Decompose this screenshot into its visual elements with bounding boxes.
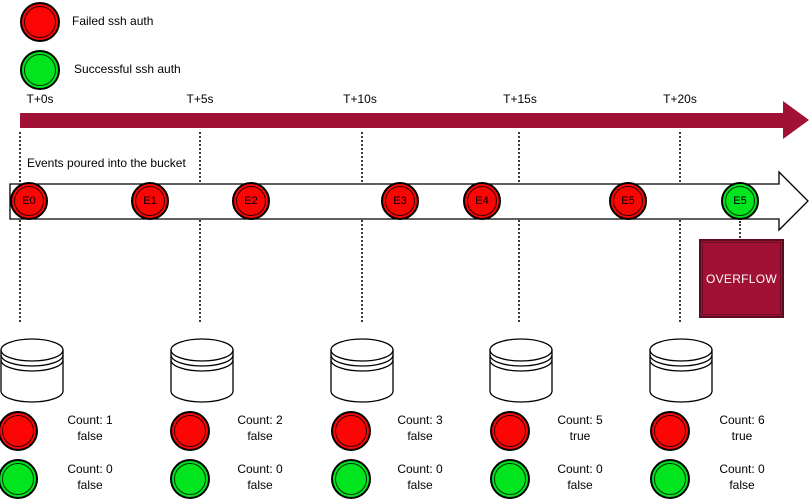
- overflow-box: OVERFLOW: [699, 239, 784, 318]
- event-e5-failed: E5: [609, 182, 647, 220]
- bucket-5-failed-counter-icon: [650, 411, 690, 451]
- timeline-arrow-shaft: [20, 113, 784, 128]
- bucket-4-failed-counter-text: Count: 5 true: [557, 413, 603, 443]
- bucket-2-failed-counter-text: Count: 2 false: [237, 413, 283, 443]
- bucket-icon-2: [170, 338, 234, 403]
- stream-caption: Events poured into the bucket: [27, 156, 186, 170]
- bucket-icon-3: [330, 338, 394, 403]
- bucket-2-successful-counter-icon: [170, 459, 210, 499]
- bucket-2-failed-counter-icon: [170, 411, 210, 451]
- tick-label-t5: T+5s: [186, 92, 214, 106]
- tick-label-t15: T+15s: [503, 92, 537, 106]
- successful-auth-legend-icon: [20, 50, 60, 90]
- successful-auth-legend-label: Successful ssh auth: [74, 62, 181, 76]
- guide-dotted-line-t20: [679, 132, 681, 322]
- failed-auth-legend-label: Failed ssh auth: [72, 14, 154, 28]
- failed-auth-legend-icon: [20, 2, 60, 42]
- bucket-1-failed-counter-icon: [0, 411, 38, 451]
- tick-label-t0: T+0s: [26, 92, 54, 106]
- overflow-label: OVERFLOW: [705, 271, 778, 286]
- event-e2: E2: [232, 182, 270, 220]
- tick-label-t10: T+10s: [343, 92, 377, 106]
- bucket-4-failed-counter-icon: [490, 411, 530, 451]
- bucket-1-successful-counter-icon: [0, 459, 38, 499]
- bucket-4-successful-counter-text: Count: 0 false: [557, 462, 603, 492]
- bucket-icon-5: [649, 338, 713, 403]
- bucket-icon-1: [0, 338, 64, 403]
- bucket-2-successful-counter-text: Count: 0 false: [237, 462, 283, 492]
- bucket-4-successful-counter-icon: [490, 459, 530, 499]
- guide-dotted-line-t10: [361, 132, 363, 322]
- bucket-1-successful-counter-text: Count: 0 false: [67, 462, 113, 492]
- bucket-icon-4: [489, 338, 553, 403]
- bucket-1-failed-counter-text: Count: 1 false: [67, 413, 113, 443]
- overflow-connector-dotted-line: [739, 221, 741, 238]
- event-e3: E3: [381, 182, 419, 220]
- bucket-3-successful-counter-text: Count: 0 false: [397, 462, 443, 492]
- tick-label-t20: T+20s: [663, 92, 697, 106]
- timeline-arrow-head-icon: [783, 101, 809, 139]
- event-e0: E0: [10, 182, 48, 220]
- event-e5-successful: E5: [721, 182, 759, 220]
- bucket-3-failed-counter-text: Count: 3 false: [397, 413, 443, 443]
- event-e4: E4: [463, 182, 501, 220]
- bucket-5-successful-counter-icon: [650, 459, 690, 499]
- guide-dotted-line-t15: [518, 132, 520, 322]
- guide-dotted-line-t5: [199, 132, 201, 322]
- guide-dotted-line-t0: [19, 132, 21, 322]
- bucket-5-successful-counter-text: Count: 0 false: [719, 462, 765, 492]
- bucket-3-failed-counter-icon: [331, 411, 371, 451]
- bucket-5-failed-counter-text: Count: 6 true: [719, 413, 765, 443]
- event-e1: E1: [131, 182, 169, 220]
- bucket-3-successful-counter-icon: [331, 459, 371, 499]
